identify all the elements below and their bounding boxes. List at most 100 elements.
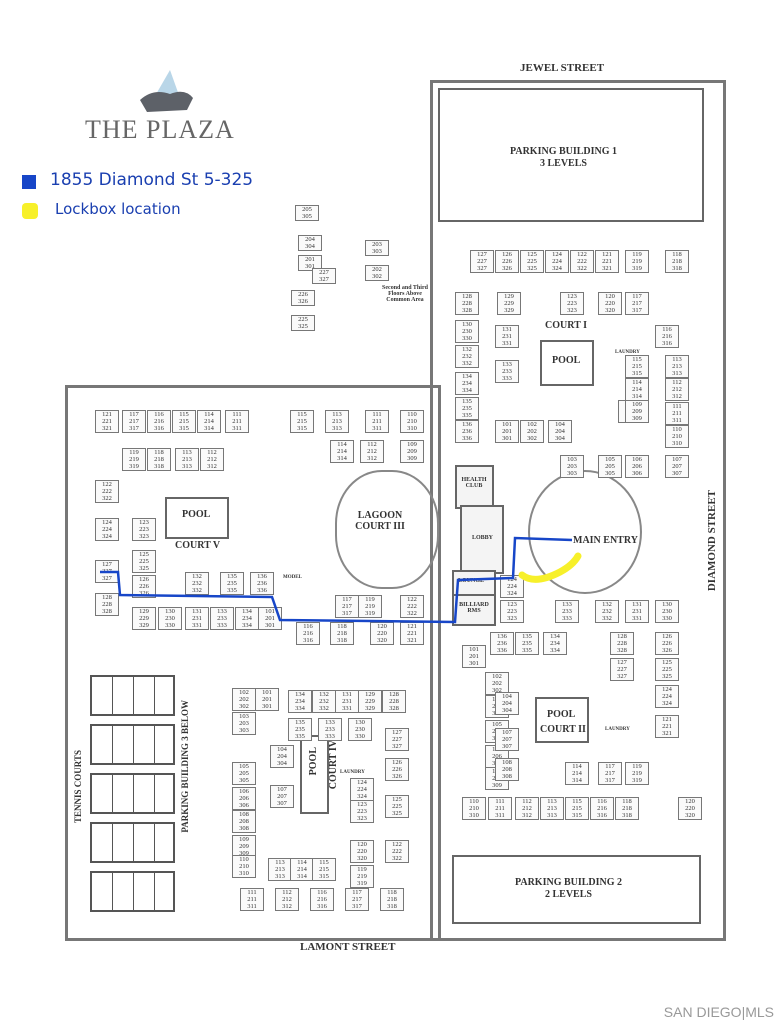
unit-block: 136 236 336 — [490, 632, 514, 655]
unit-block: 126 226 326 — [655, 632, 679, 655]
unit-block: 102 202 302 — [520, 420, 544, 443]
unit-block: 114 214 314 — [330, 440, 354, 463]
lamont-street-label: LAMONT STREET — [300, 941, 396, 953]
unit-block: 135 235 335 — [515, 632, 539, 655]
jewel-street-label: JEWEL STREET — [520, 62, 605, 74]
unit-block: 109 209 309 — [625, 400, 649, 423]
billiard-rooms: BILLIARD RMS — [452, 594, 496, 626]
unit-block: 101 201 301 — [258, 607, 282, 630]
unit-block: 226 326 — [291, 290, 315, 306]
unit-block: 125 225 325 — [655, 658, 679, 681]
unit-block: 119 219 319 — [358, 595, 382, 618]
unit-block: 117 217 317 — [598, 762, 622, 785]
unit-block: 112 212 312 — [360, 440, 384, 463]
court-2-label: COURT II — [540, 724, 586, 735]
unit-block: 114 214 314 — [197, 410, 221, 433]
laundry-label-court-4: LAUNDRY — [340, 770, 365, 775]
unit-block: 125 225 325 — [132, 550, 156, 573]
unit-block: 108 208 308 — [495, 758, 519, 781]
unit-block: 101 201 301 — [495, 420, 519, 443]
unit-block: 121 221 321 — [95, 410, 119, 433]
unit-block: 123 223 323 — [500, 600, 524, 623]
unit-block: 135 235 335 — [220, 572, 244, 595]
unit-block: 120 220 320 — [350, 840, 374, 863]
unit-block: 131 231 331 — [625, 600, 649, 623]
unit-block: 126 226 326 — [132, 575, 156, 598]
parking-building-1 — [438, 88, 704, 222]
unit-block: 106 206 306 — [232, 787, 256, 810]
unit-block: 119 219 319 — [350, 865, 374, 888]
unit-block: 107 207 307 — [270, 785, 294, 808]
unit-block: 128 228 328 — [382, 690, 406, 713]
unit-block: 117 217 317 — [335, 595, 359, 618]
parking-1-levels: 3 LEVELS — [540, 158, 587, 169]
unit-block: 124 224 324 — [655, 685, 679, 708]
unit-block: 204 304 — [298, 235, 322, 251]
unit-block: 114 214 314 — [625, 378, 649, 401]
unit-block: 110 210 310 — [400, 410, 424, 433]
unit-block: 104 204 304 — [495, 692, 519, 715]
unit-block: 103 203 303 — [232, 712, 256, 735]
unit-block: 122 222 322 — [400, 595, 424, 618]
unit-block: 117 217 317 — [122, 410, 146, 433]
unit-block: 108 208 308 — [232, 810, 256, 833]
logo-title: THE PLAZA — [85, 115, 235, 144]
unit-block: 136 236 336 — [455, 420, 479, 443]
unit-block: 101 201 301 — [462, 645, 486, 668]
unit-block: 112 212 312 — [665, 378, 689, 401]
unit-block: 115 215 315 — [625, 355, 649, 378]
unit-block: 119 219 319 — [625, 762, 649, 785]
unit-block: 103 203 303 — [560, 455, 584, 478]
court-5-label: COURT V — [175, 540, 221, 551]
unit-block: 134 234 334 — [288, 690, 312, 713]
unit-block: 116 216 316 — [147, 410, 171, 433]
unit-block: 118 218 318 — [330, 622, 354, 645]
unit-block: 107 207 307 — [495, 728, 519, 751]
unit-block: 120 220 320 — [370, 622, 394, 645]
unit-block: 203 303 — [365, 240, 389, 256]
unit-block: 115 215 315 — [172, 410, 196, 433]
unit-block: 106 206 306 — [625, 455, 649, 478]
unit-block: 112 212 312 — [275, 888, 299, 911]
unit-block: 124 224 324 — [95, 518, 119, 541]
unit-block: 112 212 312 — [200, 448, 224, 471]
laundry-label-court-2: LAUNDRY — [605, 727, 630, 732]
lockbox-marker — [518, 552, 582, 583]
mls-watermark: SAN DIEGO|MLS — [663, 1004, 774, 1020]
unit-block: 128 228 328 — [610, 632, 634, 655]
unit-block: 123 223 323 — [560, 292, 584, 315]
unit-block: 133 233 333 — [555, 600, 579, 623]
unit-block: 118 218 318 — [147, 448, 171, 471]
unit-block: 126 226 326 — [495, 250, 519, 273]
unit-block: 129 229 329 — [132, 607, 156, 630]
unit-block: 111 211 311 — [240, 888, 264, 911]
legend-label-lockbox: Lockbox location — [55, 200, 181, 218]
unit-block: 123 223 323 — [350, 800, 374, 823]
unit-block: 104 204 304 — [270, 745, 294, 768]
unit-block: 131 231 331 — [185, 607, 209, 630]
unit-block: 105 205 305 — [232, 762, 256, 785]
unit-block: 118 218 318 — [380, 888, 404, 911]
parking-2-label: PARKING BUILDING 2 — [515, 877, 623, 888]
unit-block: 113 213 313 — [325, 410, 349, 433]
unit-block: 127 227 327 — [385, 728, 409, 751]
unit-block: 115 215 315 — [565, 797, 589, 820]
unit-block: 116 216 316 — [655, 325, 679, 348]
unit-block: 128 228 328 — [455, 292, 479, 315]
unit-block: 127 227 327 — [470, 250, 494, 273]
unit-block: 110 210 310 — [665, 425, 689, 448]
unit-block: 124 224 324 — [545, 250, 569, 273]
unit-block: 123 223 323 — [132, 518, 156, 541]
legend-swatch-lockbox — [22, 203, 38, 219]
lobby: LOBBY — [460, 505, 504, 574]
legend-label-unit: 1855 Diamond St 5-325 — [50, 170, 254, 190]
tennis-courts — [90, 675, 175, 912]
lagoon — [335, 470, 439, 589]
unit-block: 116 216 316 — [310, 888, 334, 911]
unit-block: 131 231 331 — [335, 690, 359, 713]
unit-block: 133 233 333 — [318, 718, 342, 741]
unit-block: 115 215 315 — [312, 858, 336, 881]
unit-block: 132 232 332 — [595, 600, 619, 623]
unit-block: 121 221 321 — [595, 250, 619, 273]
